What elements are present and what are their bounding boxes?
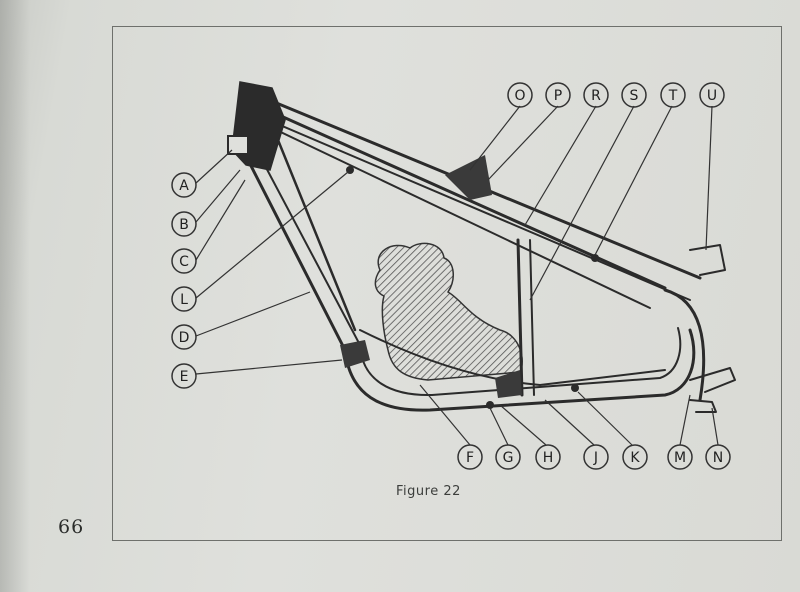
svg-text:G: G (503, 450, 514, 466)
callout-r: R (583, 82, 609, 108)
figure-caption: Figure 22 (396, 484, 461, 499)
callout-d: D (171, 324, 197, 350)
svg-text:R: R (591, 88, 601, 104)
steering-lug (227, 135, 249, 155)
callout-p: P (545, 82, 571, 108)
callout-f: F (457, 444, 483, 470)
svg-text:K: K (630, 450, 640, 466)
page-gutter-shadow (0, 0, 30, 592)
leader-lines (195, 105, 719, 446)
callout-o: O (507, 82, 533, 108)
svg-text:M: M (674, 450, 686, 466)
svg-text:D: D (179, 330, 190, 346)
callout-t: T (660, 82, 686, 108)
engine-outline (374, 242, 523, 381)
callout-e: E (171, 363, 197, 389)
lug-k (571, 384, 579, 392)
svg-text:L: L (180, 292, 188, 308)
callout-b: B (171, 211, 197, 237)
callout-a: A (171, 172, 197, 198)
svg-text:B: B (179, 217, 189, 233)
figure-border (112, 26, 782, 541)
lug-t (591, 254, 599, 262)
svg-text:H: H (543, 450, 554, 466)
tank-bracket (445, 155, 492, 200)
callout-j: J (583, 444, 609, 470)
engine-plate-rear (495, 370, 522, 398)
svg-text:S: S (630, 88, 639, 104)
lug-g (486, 401, 494, 409)
callout-s: S (621, 82, 647, 108)
callout-k: K (622, 444, 648, 470)
frame-tubes (239, 88, 736, 413)
svg-text:O: O (514, 88, 525, 104)
callout-m: M (667, 444, 693, 470)
svg-text:J: J (593, 450, 598, 466)
svg-text:A: A (179, 178, 189, 194)
callout-l: L (171, 286, 197, 312)
svg-text:E: E (180, 369, 189, 385)
callout-u: U (699, 82, 725, 108)
svg-text:N: N (713, 450, 723, 466)
callout-c: C (171, 248, 197, 274)
page-number: 66 (58, 516, 85, 538)
svg-text:C: C (179, 254, 189, 270)
callout-h: H (535, 444, 561, 470)
svg-text:P: P (554, 88, 562, 104)
svg-text:T: T (668, 88, 678, 104)
callout-g: G (495, 444, 521, 470)
headstock (231, 81, 286, 171)
svg-text:F: F (466, 450, 474, 466)
svg-text:U: U (707, 88, 717, 104)
engine-plate-front (340, 340, 370, 368)
callout-n: N (705, 444, 731, 470)
